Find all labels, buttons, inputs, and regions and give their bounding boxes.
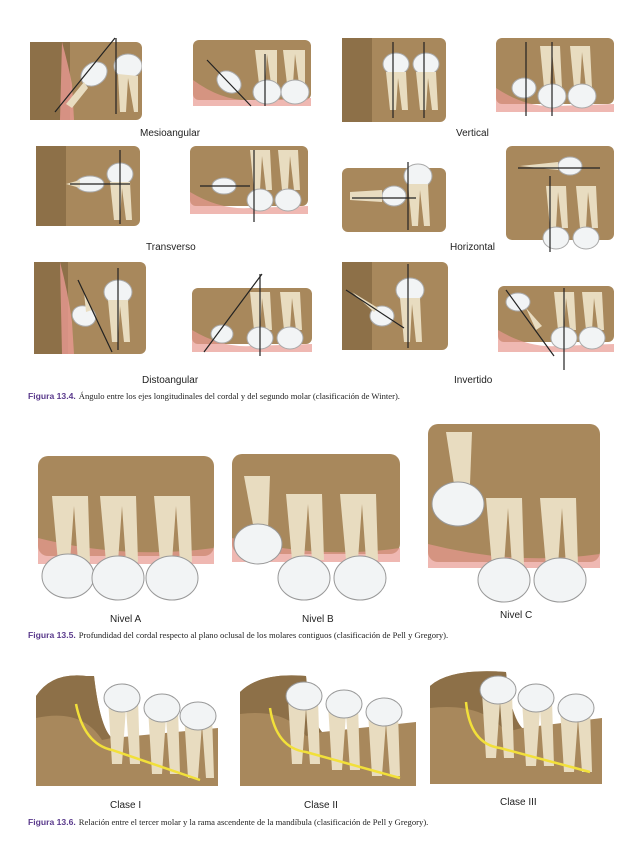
winter-vertical-right <box>496 38 614 116</box>
winter-horizontal-right <box>506 146 614 252</box>
pell-depth-nivel-c <box>428 424 600 603</box>
pell-ramus-clase-i <box>36 675 218 786</box>
caption-figure-13-4: Figura 13.4.Ángulo entre los ejes longit… <box>28 391 628 401</box>
caption-figure-13-5: Figura 13.5.Profundidad del cordal respe… <box>28 630 628 640</box>
pell-ramus-label-clase-i: Clase I <box>110 800 142 811</box>
caption-figure-13-5-text: Profundidad del cordal respecto al plano… <box>78 630 449 640</box>
caption-figure-13-5-number: Figura 13.5. <box>28 630 76 640</box>
winter-label-distoangular: Distoangular <box>142 375 199 386</box>
winter-mesioangular-right <box>193 40 311 107</box>
pell-depth-nivel-a <box>38 456 214 601</box>
caption-figure-13-6-text: Relación entre el tercer molar y la rama… <box>78 817 429 827</box>
caption-figure-13-4-text: Ángulo entre los ejes longitudinales del… <box>78 391 400 401</box>
winter-label-vertical: Vertical <box>456 128 489 139</box>
winter-transverso-left <box>36 146 140 226</box>
winter-label-horizontal: Horizontal <box>450 242 496 253</box>
pell-depth-nivel-b <box>232 454 400 601</box>
caption-figure-13-6-number: Figura 13.6. <box>28 817 76 827</box>
winter-vertical-left <box>342 38 446 122</box>
caption-figure-13-6: Figura 13.6.Relación entre el tercer mol… <box>28 817 628 827</box>
pell-ramus-label-clase-iii: Clase III <box>500 797 537 808</box>
pell-depth-label-nivel-a: Nivel A <box>110 614 142 625</box>
winter-label-transverso: Transverso <box>146 242 196 253</box>
pell-depth-label-nivel-c: Nivel C <box>500 610 533 621</box>
winter-transverso-right <box>190 146 308 222</box>
pell-ramus-label-clase-ii: Clase II <box>304 800 338 811</box>
winter-mesioangular-left <box>30 37 142 120</box>
winter-invertido-right <box>498 286 614 370</box>
winter-distoangular-left <box>34 262 146 354</box>
winter-label-invertido: Invertido <box>454 375 493 386</box>
winter-distoangular-right <box>192 273 312 356</box>
winter-horizontal-left <box>342 162 446 232</box>
pell-depth-label-nivel-b: Nivel B <box>302 614 334 625</box>
pell-ramus-clase-ii <box>240 675 416 786</box>
winter-invertido-left <box>342 262 448 350</box>
winter-label-mesioangular: Mesioangular <box>140 128 201 139</box>
caption-figure-13-4-number: Figura 13.4. <box>28 391 76 401</box>
pell-ramus-clase-iii <box>430 671 602 784</box>
